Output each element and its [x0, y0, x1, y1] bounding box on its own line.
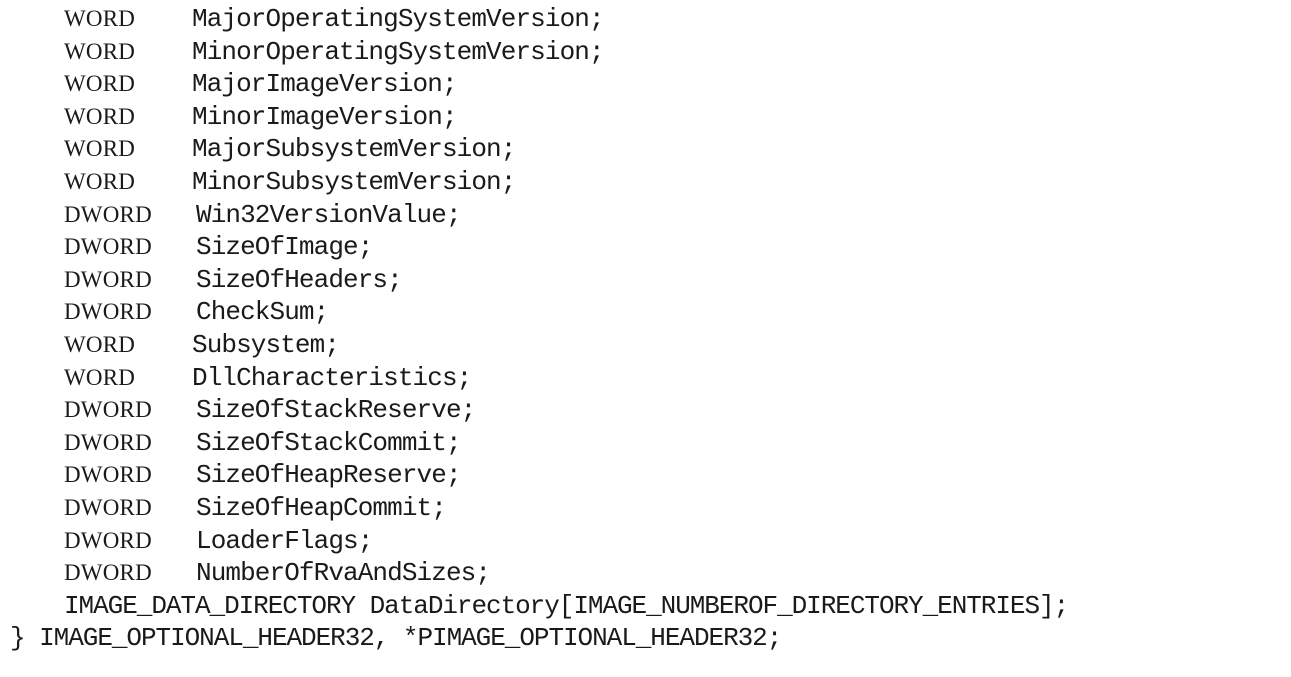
field-type: DWORD	[64, 234, 152, 260]
field-name: SizeOfImage;	[196, 232, 373, 263]
field-line: DWORD SizeOfImage;	[0, 232, 1291, 265]
field-name: MajorImageVersion;	[192, 69, 458, 100]
field-line: DWORD LoaderFlags;	[0, 526, 1291, 559]
field-line: WORD Subsystem;	[0, 330, 1291, 363]
field-line: WORD DllCharacteristics;	[0, 363, 1291, 396]
field-type: WORD	[64, 103, 136, 129]
field-line: WORD MajorImageVersion;	[0, 69, 1291, 102]
field-name: SizeOfStackReserve;	[196, 395, 476, 426]
field-line: WORD MinorImageVersion;	[0, 102, 1291, 135]
field-type: WORD	[64, 168, 136, 194]
field-name: MinorOperatingSystemVersion;	[192, 36, 605, 67]
field-name: LoaderFlags;	[196, 525, 373, 556]
field-type: DWORD	[64, 397, 152, 423]
field-line: DWORD SizeOfHeapReserve;	[0, 460, 1291, 493]
field-line: DWORD NumberOfRvaAndSizes;	[0, 558, 1291, 591]
field-name: Subsystem;	[192, 329, 340, 360]
field-type: WORD	[64, 71, 136, 97]
field-name: MajorSubsystemVersion;	[192, 134, 516, 165]
closing-line: } IMAGE_OPTIONAL_HEADER32, *PIMAGE_OPTIO…	[0, 623, 1291, 656]
field-type: DWORD	[64, 299, 152, 325]
data-directory-line: IMAGE_DATA_DIRECTORY DataDirectory[IMAGE…	[0, 591, 1291, 624]
field-line: DWORD SizeOfStackReserve;	[0, 395, 1291, 428]
field-name: Win32VersionValue;	[196, 199, 462, 230]
field-name: CheckSum;	[196, 297, 329, 328]
field-type: WORD	[64, 136, 136, 162]
field-type: WORD	[64, 331, 136, 357]
field-type: DWORD	[64, 201, 152, 227]
field-type: WORD	[64, 6, 136, 31]
field-name: DllCharacteristics;	[192, 362, 472, 393]
data-directory-declaration: IMAGE_DATA_DIRECTORY DataDirectory[IMAGE…	[64, 590, 1069, 621]
field-line: DWORD SizeOfHeapCommit;	[0, 493, 1291, 526]
field-name: MinorImageVersion;	[192, 101, 458, 132]
field-type: DWORD	[64, 462, 152, 488]
field-type: WORD	[64, 38, 136, 64]
field-line: WORD MinorSubsystemVersion;	[0, 167, 1291, 200]
field-line: DWORD CheckSum;	[0, 297, 1291, 330]
field-type: DWORD	[64, 429, 152, 455]
field-name: SizeOfStackCommit;	[196, 427, 462, 458]
field-line: DWORD Win32VersionValue;	[0, 200, 1291, 233]
field-name: SizeOfHeapReserve;	[196, 460, 462, 491]
field-type: DWORD	[64, 266, 152, 292]
field-name: MinorSubsystemVersion;	[192, 166, 516, 197]
field-line: WORD MajorSubsystemVersion;	[0, 134, 1291, 167]
field-name: SizeOfHeaders;	[196, 264, 403, 295]
code-listing: WORD MajorOperatingSystemVersion; WORD M…	[0, 4, 1291, 656]
field-line: WORD MinorOperatingSystemVersion;	[0, 37, 1291, 70]
field-name: MajorOperatingSystemVersion;	[192, 4, 605, 34]
struct-closing-declaration: } IMAGE_OPTIONAL_HEADER32, *PIMAGE_OPTIO…	[10, 623, 782, 654]
field-type: WORD	[64, 364, 136, 390]
field-name: SizeOfHeapCommit;	[196, 492, 447, 523]
field-type: DWORD	[64, 527, 152, 553]
field-type: DWORD	[64, 494, 152, 520]
field-type: DWORD	[64, 560, 152, 586]
field-line: WORD MajorOperatingSystemVersion;	[0, 4, 1291, 37]
field-name: NumberOfRvaAndSizes;	[196, 558, 491, 589]
field-line: DWORD SizeOfHeaders;	[0, 265, 1291, 298]
field-line: DWORD SizeOfStackCommit;	[0, 428, 1291, 461]
